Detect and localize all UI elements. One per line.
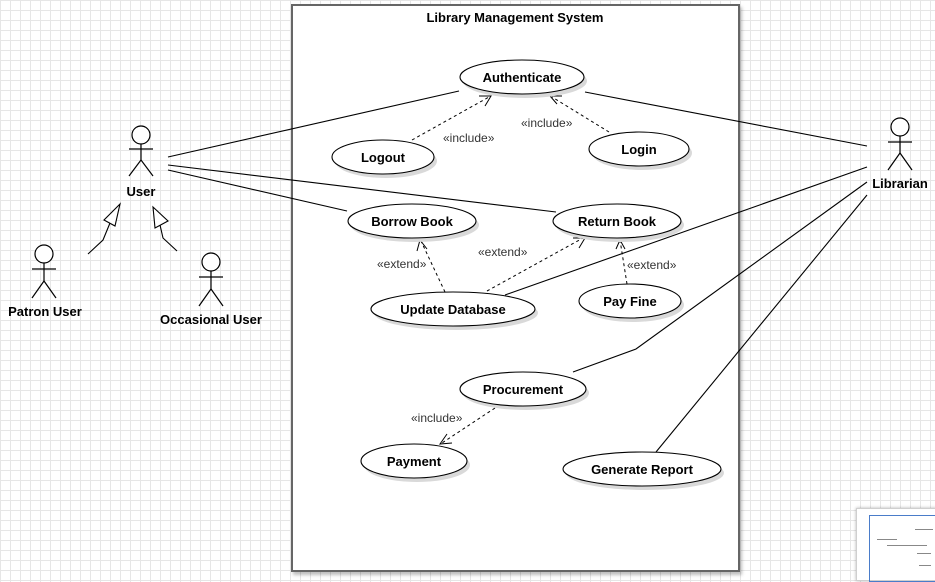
outline-minimap[interactable] bbox=[856, 508, 935, 582]
assoc-librarian-procurement[interactable] bbox=[572, 181, 868, 373]
usecase-pay-fine-label: Pay Fine bbox=[603, 294, 656, 309]
minimap-line bbox=[877, 539, 897, 540]
include-login-authenticate[interactable] bbox=[551, 96, 610, 133]
generalization-arrow-occasional bbox=[152, 205, 169, 229]
actor-librarian-label: Librarian bbox=[872, 176, 928, 191]
assoc-user-authenticate[interactable] bbox=[167, 90, 460, 158]
generalization-occasional-user[interactable] bbox=[159, 224, 178, 252]
assoc-user-borrow[interactable] bbox=[167, 169, 348, 212]
minimap-line bbox=[917, 553, 931, 554]
assoc-user-return[interactable] bbox=[167, 164, 557, 213]
assoc-librarian-update[interactable] bbox=[504, 166, 868, 296]
usecase-authenticate-label: Authenticate bbox=[483, 70, 562, 85]
minimap-viewport[interactable] bbox=[869, 515, 935, 582]
usecase-login[interactable]: Login bbox=[588, 131, 692, 170]
minimap-line bbox=[887, 545, 927, 546]
include-label-2: «include» bbox=[521, 116, 573, 130]
usecase-borrow-book-label: Borrow Book bbox=[371, 214, 453, 229]
actor-occasional-user-label: Occasional User bbox=[160, 312, 262, 327]
usecase-return-book[interactable]: Return Book bbox=[552, 203, 684, 242]
usecase-logout-label: Logout bbox=[361, 150, 406, 165]
generalization-arrow-patron bbox=[103, 202, 121, 227]
actor-patron-user-label: Patron User bbox=[8, 304, 82, 319]
usecase-generate-report[interactable]: Generate Report bbox=[562, 451, 724, 490]
actor-patron-user[interactable]: Patron User bbox=[8, 244, 82, 319]
usecase-update-database[interactable]: Update Database bbox=[370, 291, 538, 330]
extend-label-2: «extend» bbox=[478, 245, 528, 259]
minimap-line bbox=[919, 565, 931, 566]
usecase-procurement[interactable]: Procurement bbox=[459, 371, 589, 410]
assoc-librarian-authenticate[interactable] bbox=[584, 91, 868, 147]
include-procurement-payment[interactable] bbox=[441, 407, 496, 444]
usecase-authenticate[interactable]: Authenticate bbox=[459, 59, 587, 98]
include-label-3: «include» bbox=[411, 411, 463, 425]
extend-update-return[interactable] bbox=[486, 237, 584, 292]
usecase-borrow-book[interactable]: Borrow Book bbox=[347, 203, 479, 242]
usecase-generate-report-label: Generate Report bbox=[591, 462, 694, 477]
usecase-payment-label: Payment bbox=[387, 454, 442, 469]
usecase-logout[interactable]: Logout bbox=[331, 139, 437, 178]
system-title: Library Management System bbox=[426, 10, 603, 25]
usecase-update-database-label: Update Database bbox=[400, 302, 505, 317]
actor-occasional-user[interactable]: Occasional User bbox=[160, 252, 262, 327]
minimap-line bbox=[915, 529, 933, 530]
usecase-return-book-label: Return Book bbox=[578, 214, 657, 229]
actor-user[interactable]: User bbox=[127, 125, 156, 199]
include-label-1: «include» bbox=[443, 131, 495, 145]
extend-label-3: «extend» bbox=[627, 258, 677, 272]
extend-label-1: «extend» bbox=[377, 257, 427, 271]
include-arrowhead-3 bbox=[438, 433, 453, 445]
extend-payfine-return[interactable] bbox=[619, 239, 628, 285]
usecase-login-label: Login bbox=[621, 142, 656, 157]
usecase-payment[interactable]: Payment bbox=[360, 443, 470, 482]
include-arrowhead-1 bbox=[479, 95, 492, 107]
assoc-librarian-report[interactable] bbox=[655, 194, 868, 453]
include-logout-authenticate[interactable] bbox=[411, 96, 490, 141]
usecase-procurement-label: Procurement bbox=[483, 382, 564, 397]
actor-librarian[interactable]: Librarian bbox=[872, 117, 928, 191]
generalization-patron-user[interactable] bbox=[87, 222, 111, 255]
usecase-pay-fine[interactable]: Pay Fine bbox=[578, 283, 684, 322]
actor-user-label: User bbox=[127, 184, 156, 199]
